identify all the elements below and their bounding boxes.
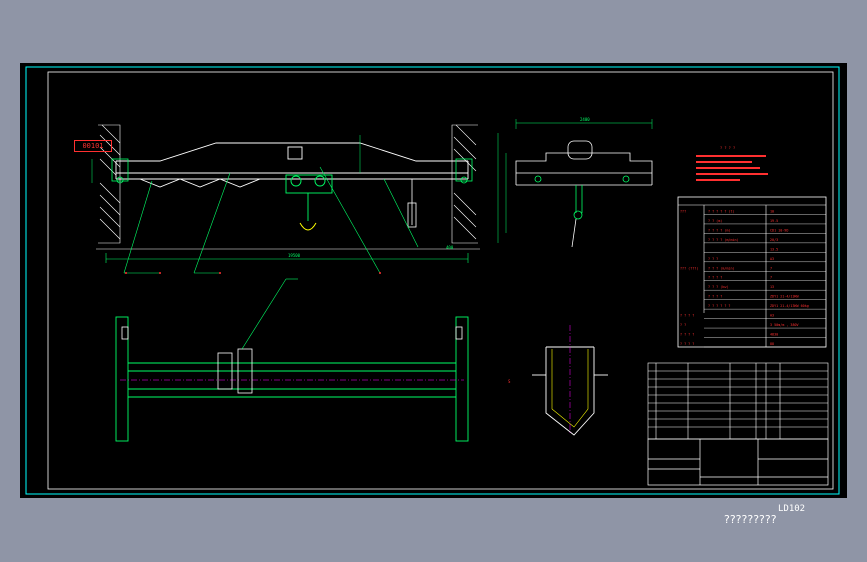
svg-text:400: 400 [446,245,454,250]
inner-frame [47,71,834,490]
spec-group: ? ? ? ? [680,314,694,318]
spec-value: 3 50m/m , 380V [770,323,799,327]
spec-item: ? ? ? ? (m) [708,228,730,232]
side-elevation: 2400 [505,117,653,248]
spec-value: 10 [770,209,774,213]
outer-frame [25,66,840,495]
drawing-viewport[interactable]: 19500 400 2400 [20,63,847,526]
spec-value: A3 [770,257,774,261]
spec-value: 13.5 [770,247,778,251]
svg-text:2400: 2400 [580,117,590,122]
drawing-tag: 00101 [74,140,112,152]
cad-drawing: 19500 400 2400 [25,66,840,495]
spec-value: 88 [770,342,774,346]
drawing-number: LD102 [778,504,806,514]
parts-list [647,362,829,440]
svg-text:19500: 19500 [288,253,301,258]
spec-item: ? ? ? (m/min) [708,266,735,270]
spec-value: 19.5 [770,219,778,223]
technical-notes: ? ? ? ? [696,146,768,181]
spec-value: 7 [770,266,772,270]
spec-item: ? ? ? (kw) [708,285,728,289]
spec-item: ? ? ? ? [708,276,722,280]
svg-text:S: S [508,379,511,384]
spec-item: ? ? ? ? ? (t) [708,209,735,213]
spec-group: ? ? ? ? [680,342,694,346]
drawing-title: ????????? [724,513,777,526]
spec-value: ZDY1 21-4/13KW 60kg [770,304,809,308]
spec-group: ? ? ? ? [680,333,694,337]
spec-item: ? ? ? ? [708,295,722,299]
title-block [647,438,829,486]
spec-value: ZDY1 21-4/13KW [770,295,800,299]
main-elevation: 19500 400 [91,124,499,274]
section-detail: S [508,325,608,436]
plan-view [115,278,469,442]
spec-item: ? ? ? [708,257,718,261]
spec-group: ? ? [680,323,686,327]
spec-item: ? ? (m) [708,219,722,223]
spec-value: CD1 10-9D [770,228,788,232]
spec-table: ??? ? ? ? ? ? (t) 10 ? ? (m) 19.5 ? ? ? ? (m)… [677,196,827,348]
spec-group: ??? (???) [680,266,698,270]
spec-item: ? ? ? ? (m/min) [708,238,739,242]
spec-value: 4830 [770,333,778,337]
notes-header: ? ? ? ? [720,146,735,150]
spec-value: 13 [770,285,774,289]
spec-value: 20/3 [770,238,778,242]
spec-value: 7 [770,276,772,280]
spec-value: A3 [770,314,774,318]
spec-item: ? ? ? ? ? ? [708,304,730,308]
spec-group: ??? [680,209,686,213]
